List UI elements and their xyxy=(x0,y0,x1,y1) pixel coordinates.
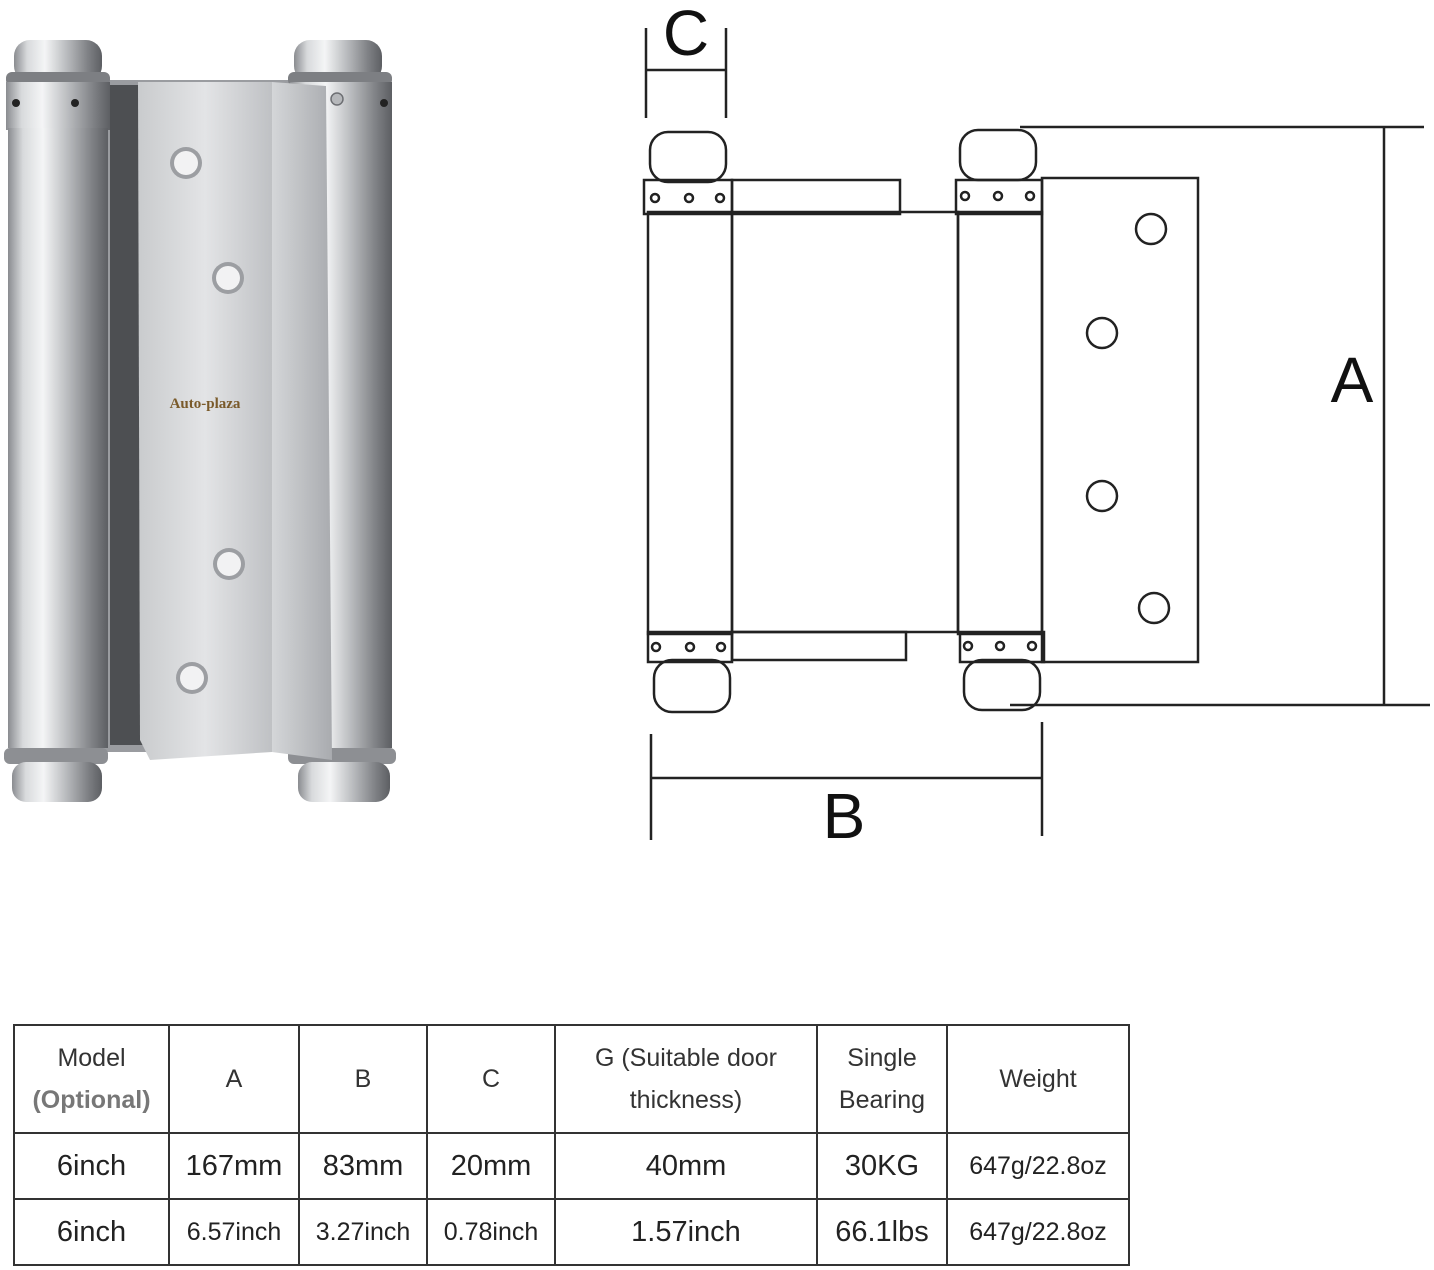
header-bearing-line1: Single xyxy=(847,1044,917,1072)
cell-a: 6.57inch xyxy=(168,1198,300,1266)
engraving-text: Auto-plaza xyxy=(170,396,241,412)
left-barrel xyxy=(4,40,110,802)
cell-g: 40mm xyxy=(554,1132,818,1200)
cell-weight: 647g/22.8oz xyxy=(946,1198,1130,1266)
cell-bearing: 30KG xyxy=(816,1132,948,1200)
dimension-drawing: C A B xyxy=(642,0,1430,852)
header-b: B xyxy=(298,1024,428,1134)
header-weight: Weight xyxy=(946,1024,1130,1134)
cell-weight: 647g/22.8oz xyxy=(946,1132,1130,1200)
header-g-line1: G (Suitable door xyxy=(594,1044,778,1072)
header-bearing-line2: Bearing xyxy=(838,1086,926,1114)
cell-b: 83mm xyxy=(298,1132,428,1200)
header-model-label: Model xyxy=(57,1044,126,1072)
cell-a: 167mm xyxy=(168,1132,300,1200)
cell-c: 0.78inch xyxy=(426,1198,556,1266)
dim-label-c: C xyxy=(663,0,709,69)
header-g: G (Suitable door thickness) xyxy=(554,1024,818,1134)
cell-bearing: 66.1lbs xyxy=(816,1198,948,1266)
spec-table: Model (Optional) A B C G (Suitable door … xyxy=(13,1024,1130,1266)
hinge-photo: Auto-plaza xyxy=(4,40,396,802)
table-header-row: Model (Optional) A B C G (Suitable door … xyxy=(13,1024,1130,1134)
header-model: Model (Optional) xyxy=(13,1024,170,1134)
cell-model: 6inch xyxy=(13,1132,170,1200)
header-g-line2: thickness) xyxy=(629,1086,743,1114)
dim-label-b: B xyxy=(823,780,866,852)
header-c: C xyxy=(426,1024,556,1134)
cell-g: 1.57inch xyxy=(554,1198,818,1266)
cell-b: 3.27inch xyxy=(298,1198,428,1266)
header-model-optional: (Optional) xyxy=(32,1086,151,1114)
cell-c: 20mm xyxy=(426,1132,556,1200)
front-leaf xyxy=(138,82,344,760)
dim-label-a: A xyxy=(1331,344,1374,416)
header-bearing: Single Bearing xyxy=(816,1024,948,1134)
cell-model: 6inch xyxy=(13,1198,170,1266)
table-row: 6inch 6.57inch 3.27inch 0.78inch 1.57inc… xyxy=(13,1198,1130,1266)
header-a: A xyxy=(168,1024,300,1134)
table-row: 6inch 167mm 83mm 20mm 40mm 30KG 647g/22.… xyxy=(13,1132,1130,1200)
